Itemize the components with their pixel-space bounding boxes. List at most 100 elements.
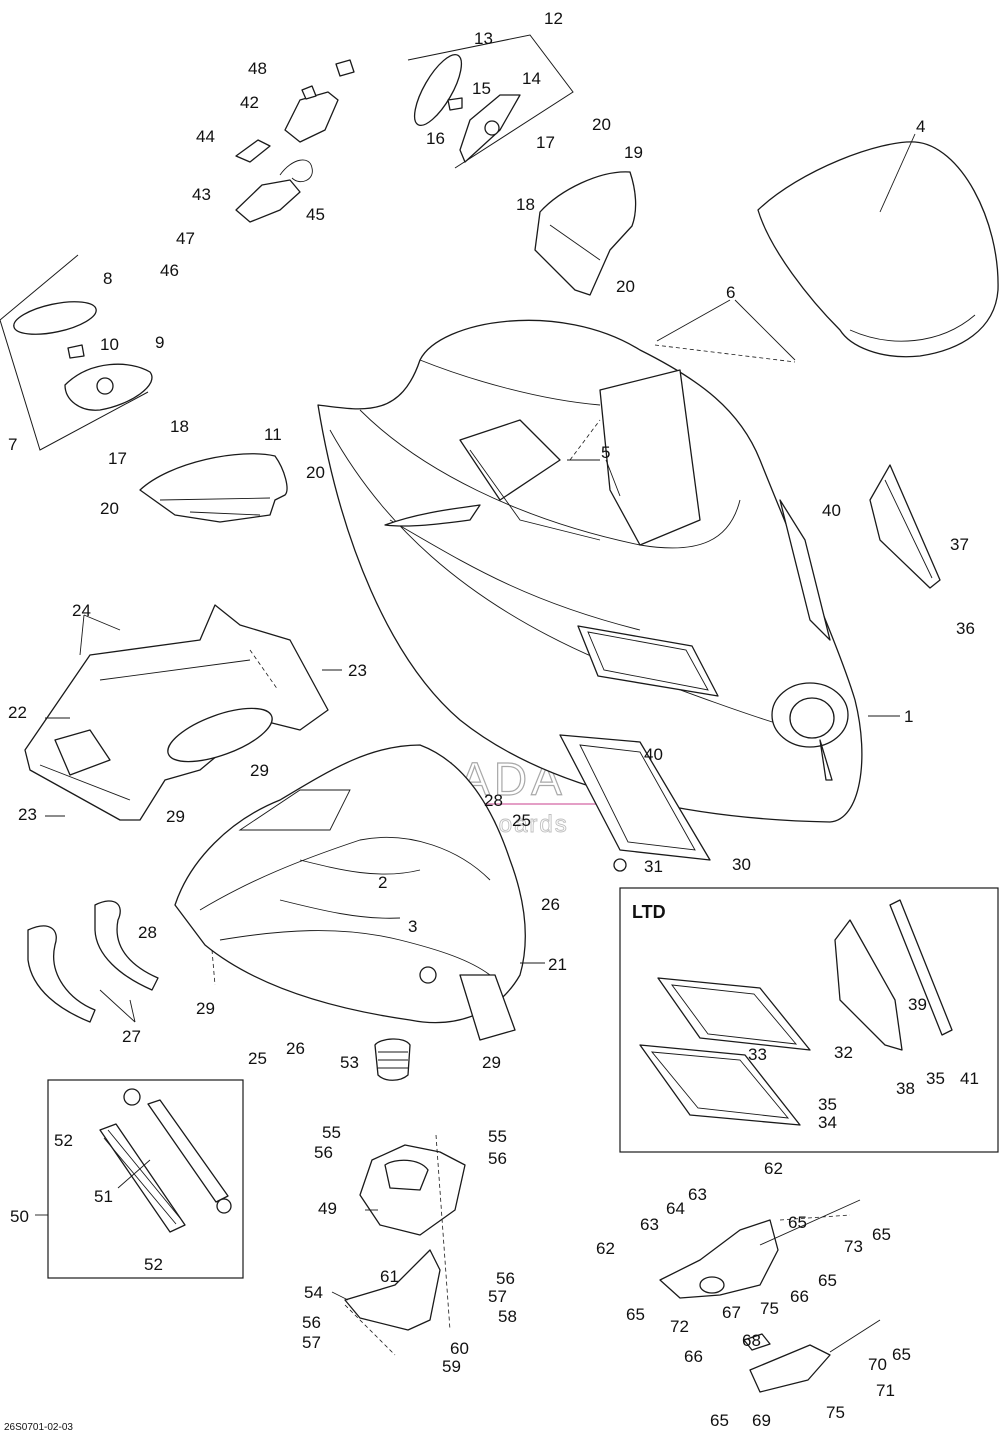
callout-49: 49 <box>318 1199 337 1218</box>
assembly-lines <box>211 344 851 1356</box>
callout-18a: 18 <box>516 195 535 214</box>
callout-57b: 57 <box>302 1333 321 1352</box>
callout-7: 7 <box>8 435 17 454</box>
callout-4: 4 <box>916 117 925 136</box>
callout-65a: 65 <box>788 1213 807 1232</box>
callout-14: 14 <box>522 69 541 88</box>
callout-40a: 40 <box>822 501 841 520</box>
callout-51: 51 <box>94 1187 113 1206</box>
callout-69: 69 <box>752 1411 771 1430</box>
mount-bracket <box>344 1144 466 1331</box>
callout-9: 9 <box>155 333 164 352</box>
callout-72: 72 <box>670 1317 689 1336</box>
callout-25a: 25 <box>512 811 531 830</box>
callout-47: 47 <box>176 229 195 248</box>
callout-64: 64 <box>666 1199 685 1218</box>
callout-2: 2 <box>378 873 387 892</box>
callout-30: 30 <box>732 855 751 874</box>
callout-33: 33 <box>748 1045 767 1064</box>
callout-13: 13 <box>474 29 493 48</box>
callout-56a: 56 <box>314 1143 333 1162</box>
callout-28b: 28 <box>138 923 157 942</box>
callout-34: 34 <box>818 1113 837 1132</box>
ltd-label: LTD <box>632 902 666 922</box>
callout-61: 61 <box>380 1267 399 1286</box>
drawing-reference: 26S0701-02-03 <box>4 1422 73 1433</box>
callout-54: 54 <box>304 1283 323 1302</box>
callout-73: 73 <box>844 1237 863 1256</box>
callout-23b: 23 <box>18 805 37 824</box>
leader-lines <box>35 133 916 1301</box>
callout-17a: 17 <box>536 133 555 152</box>
callout-44: 44 <box>196 127 215 146</box>
callout-35b: 35 <box>926 1069 945 1088</box>
callout-28a: 28 <box>484 791 503 810</box>
callout-40b: 40 <box>644 745 663 764</box>
hood-assembly <box>317 319 863 823</box>
callout-65d: 65 <box>626 1305 645 1324</box>
front-cover <box>534 171 637 296</box>
callout-66b: 66 <box>684 1347 703 1366</box>
callout-65b: 65 <box>872 1225 891 1244</box>
callout-45: 45 <box>306 205 325 224</box>
callout-32: 32 <box>834 1043 853 1062</box>
callout-8: 8 <box>103 269 112 288</box>
callout-24: 24 <box>72 601 91 620</box>
callout-12: 12 <box>544 9 563 28</box>
callout-55b: 55 <box>488 1127 507 1146</box>
callout-25b: 25 <box>248 1049 267 1068</box>
callout-60: 60 <box>450 1339 469 1358</box>
callout-68: 68 <box>742 1331 761 1350</box>
callout-57a: 57 <box>488 1287 507 1306</box>
callout-56b: 56 <box>488 1149 507 1168</box>
callout-19: 19 <box>624 143 643 162</box>
callout-53: 53 <box>340 1053 359 1072</box>
callout-48: 48 <box>248 59 267 78</box>
callout-43: 43 <box>192 185 211 204</box>
callout-75b: 75 <box>826 1403 845 1422</box>
callout-1: 1 <box>904 707 913 726</box>
callout-numbers: 1 2 3 4 5 6 7 8 9 10 11 12 13 14 15 16 1… <box>8 9 979 1430</box>
callout-67: 67 <box>722 1303 741 1322</box>
inner-panel <box>24 604 329 821</box>
callout-52a: 52 <box>54 1131 73 1150</box>
callout-63b: 63 <box>640 1215 659 1234</box>
intake-boot <box>374 1038 411 1081</box>
callout-35a: 35 <box>818 1095 837 1114</box>
callout-27: 27 <box>122 1027 141 1046</box>
side-panel-right <box>869 464 941 589</box>
callout-20a: 20 <box>592 115 611 134</box>
callout-31: 31 <box>644 857 663 876</box>
callout-65e: 65 <box>892 1345 911 1364</box>
callout-55a: 55 <box>322 1123 341 1142</box>
callout-20b: 20 <box>616 277 635 296</box>
callout-15: 15 <box>472 79 491 98</box>
callout-65f: 65 <box>710 1411 729 1430</box>
callout-29d: 29 <box>482 1053 501 1072</box>
callout-17b: 17 <box>108 449 127 468</box>
callout-62b: 62 <box>596 1239 615 1258</box>
callout-46: 46 <box>160 261 179 280</box>
tool-kit-inset <box>47 1079 244 1279</box>
callout-58: 58 <box>498 1307 517 1326</box>
callout-22: 22 <box>8 703 27 722</box>
callout-75a: 75 <box>760 1299 779 1318</box>
callout-71: 71 <box>876 1381 895 1400</box>
callout-23a: 23 <box>348 661 367 680</box>
callout-26a: 26 <box>541 895 560 914</box>
callout-39: 39 <box>908 995 927 1014</box>
callout-29a: 29 <box>250 761 269 780</box>
bracket-parts-upper <box>235 59 355 223</box>
callout-56d: 56 <box>302 1313 321 1332</box>
callout-21: 21 <box>548 955 567 974</box>
windshield <box>757 141 999 358</box>
side-vent-left <box>139 453 288 523</box>
callout-3: 3 <box>408 917 417 936</box>
callout-10: 10 <box>100 335 119 354</box>
callout-6: 6 <box>726 283 735 302</box>
vent-grille <box>559 734 711 872</box>
callout-52b: 52 <box>144 1255 163 1274</box>
callout-41: 41 <box>960 1069 979 1088</box>
linkage-assembly <box>659 1199 881 1393</box>
